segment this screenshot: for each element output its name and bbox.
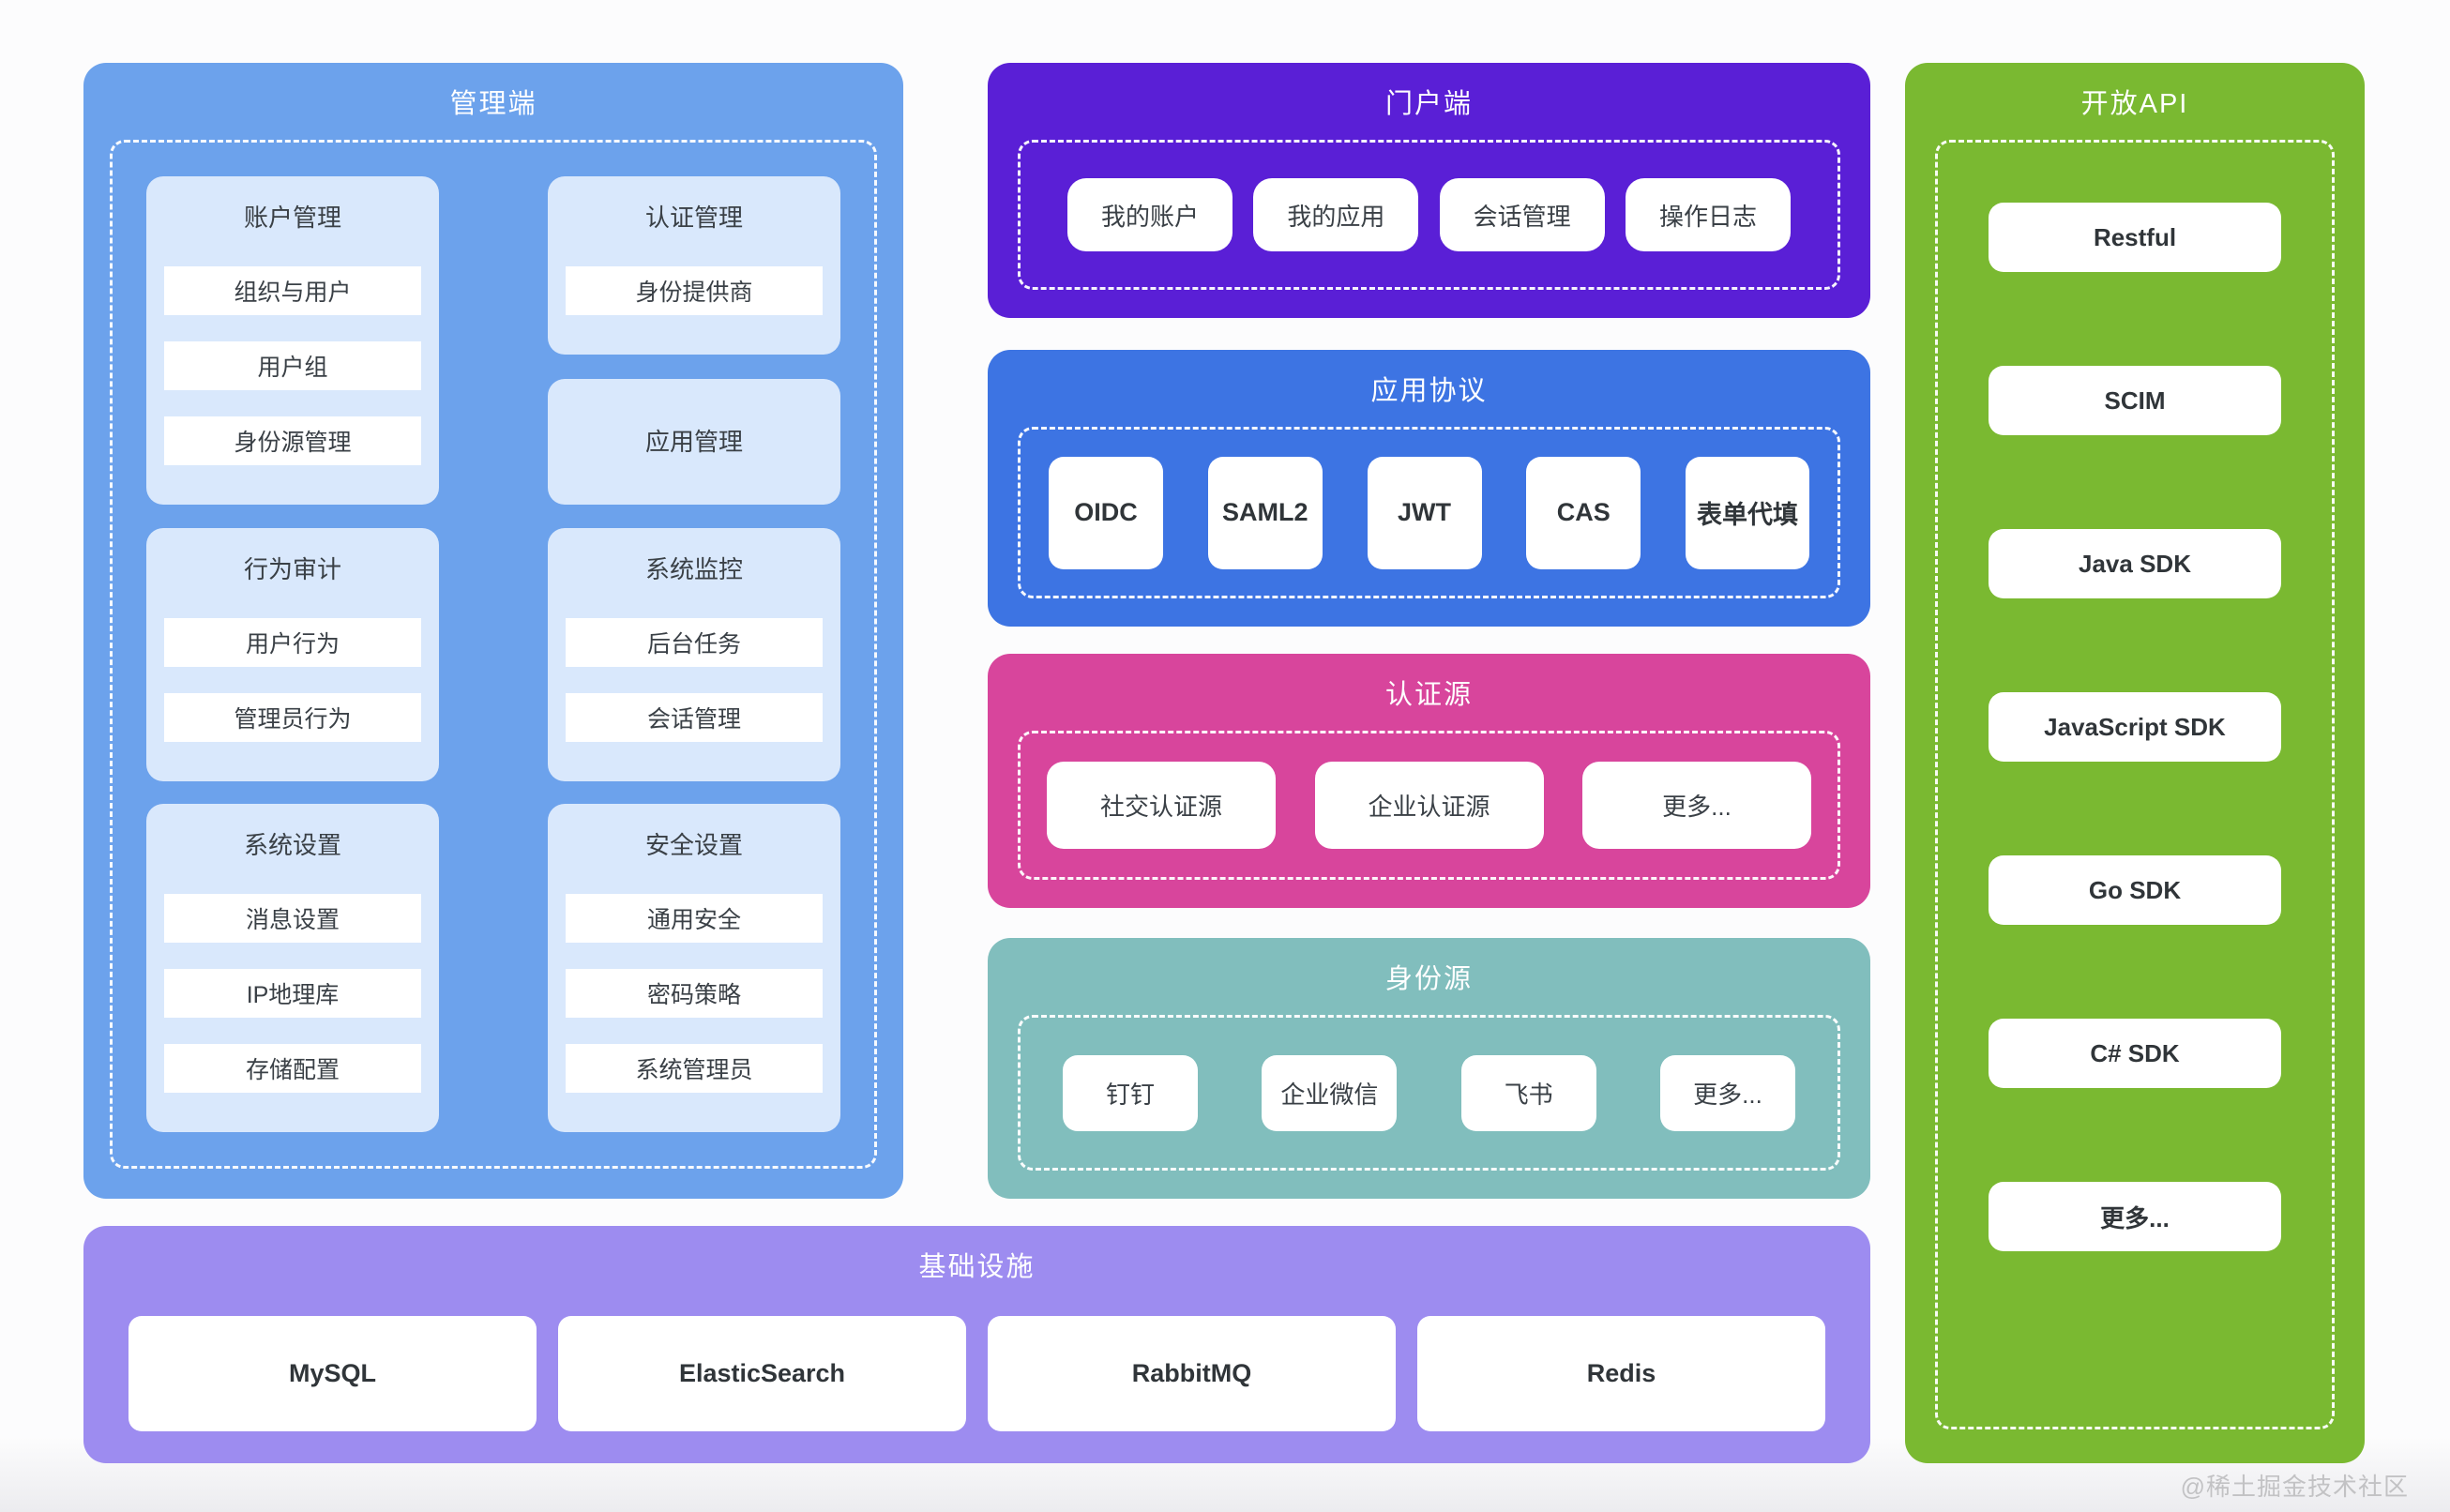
auth-sources-dashed-container: 社交认证源 企业认证源 更多... xyxy=(1018,731,1840,880)
card-more-api: 更多... xyxy=(1989,1182,2281,1251)
card-elasticsearch: ElasticSearch xyxy=(558,1316,966,1431)
chip-wecom: 企业微信 xyxy=(1262,1054,1398,1131)
infrastructure-cards-row: MySQL ElasticSearch RabbitMQ Redis xyxy=(83,1303,1870,1463)
group-card-title: 安全设置 xyxy=(644,831,743,859)
item-background-tasks: 后台任务 xyxy=(566,617,823,667)
group-card-items: 身份提供商 xyxy=(566,266,823,315)
card-restful: Restful xyxy=(1989,203,2281,272)
group-card-items: 组织与用户 用户组 身份源管理 xyxy=(164,266,421,465)
chip-my-account: 我的账户 xyxy=(1067,178,1233,251)
chip-saml2: SAML2 xyxy=(1207,456,1323,569)
group-card-app-management: 应用管理 xyxy=(548,379,840,505)
portal-panel: 门户端 我的账户 我的应用 会话管理 操作日志 xyxy=(988,63,1870,318)
chip-dingtalk: 钉钉 xyxy=(1063,1054,1198,1131)
chip-more-identity-sources: 更多... xyxy=(1659,1054,1795,1131)
portal-panel-title: 门户端 xyxy=(1384,89,1473,119)
open-api-panel: 开放API Restful SCIM Java SDK JavaScript S… xyxy=(1905,63,2365,1463)
chip-feishu: 飞书 xyxy=(1460,1054,1596,1131)
group-card-title: 系统监控 xyxy=(644,554,743,583)
item-identity-source-mgmt: 身份源管理 xyxy=(164,416,421,465)
item-user-groups: 用户组 xyxy=(164,341,421,390)
group-card-title: 认证管理 xyxy=(644,204,743,232)
protocols-dashed-container: OIDC SAML2 JWT CAS 表单代填 xyxy=(1018,427,1840,598)
group-card-system-monitor: 系统监控 后台任务 会话管理 xyxy=(548,527,840,781)
card-javascript-sdk: JavaScript SDK xyxy=(1989,692,2281,762)
admin-panel: 管理端 账户管理 组织与用户 用户组 身份源管理 认证管理 身份提供商 xyxy=(83,63,903,1199)
identity-sources-panel: 身份源 钉钉 企业微信 飞书 更多... xyxy=(988,938,1870,1199)
item-user-behavior: 用户行为 xyxy=(164,617,421,667)
group-card-auth-management: 认证管理 身份提供商 xyxy=(548,176,840,355)
card-go-sdk: Go SDK xyxy=(1989,855,2281,925)
item-message-settings: 消息设置 xyxy=(164,894,421,943)
auth-sources-panel-title: 认证源 xyxy=(1384,680,1473,710)
infrastructure-panel-title: 基础设施 xyxy=(918,1252,1036,1282)
protocols-panel-title: 应用协议 xyxy=(1370,376,1488,406)
open-api-dashed-container: Restful SCIM Java SDK JavaScript SDK Go … xyxy=(1935,140,2335,1429)
portal-dashed-container: 我的账户 我的应用 会话管理 操作日志 xyxy=(1018,140,1840,290)
group-card-behavior-audit: 行为审计 用户行为 管理员行为 xyxy=(146,527,439,781)
auth-sources-panel: 认证源 社交认证源 企业认证源 更多... xyxy=(988,654,1870,908)
auth-app-stack: 认证管理 身份提供商 应用管理 xyxy=(548,176,840,505)
admin-dashed-container: 账户管理 组织与用户 用户组 身份源管理 认证管理 身份提供商 应用管理 xyxy=(110,140,877,1169)
group-card-security-settings: 安全设置 通用安全 密码策略 系统管理员 xyxy=(548,804,840,1132)
chip-my-apps: 我的应用 xyxy=(1253,178,1419,251)
card-redis: Redis xyxy=(1417,1316,1825,1431)
infrastructure-panel: 基础设施 MySQL ElasticSearch RabbitMQ Redis xyxy=(83,1226,1870,1463)
identity-sources-dashed-container: 钉钉 企业微信 飞书 更多... xyxy=(1018,1015,1840,1171)
group-card-items: 通用安全 密码策略 系统管理员 xyxy=(566,894,823,1093)
group-card-items: 消息设置 IP地理库 存储配置 xyxy=(164,894,421,1093)
group-card-system-settings: 系统设置 消息设置 IP地理库 存储配置 xyxy=(146,804,439,1132)
card-mysql: MySQL xyxy=(129,1316,537,1431)
chip-operation-logs: 操作日志 xyxy=(1625,178,1791,251)
card-scim: SCIM xyxy=(1989,366,2281,435)
chip-session-management: 会话管理 xyxy=(1439,178,1605,251)
identity-sources-panel-title: 身份源 xyxy=(1384,964,1473,994)
open-api-panel-title: 开放API xyxy=(2080,89,2189,119)
watermark: @稀土掘金技术社区 xyxy=(2180,1473,2409,1501)
group-card-title: 应用管理 xyxy=(644,428,743,456)
item-system-admin: 系统管理员 xyxy=(566,1044,823,1093)
item-org-users: 组织与用户 xyxy=(164,266,421,315)
chip-form-filling: 表单代填 xyxy=(1686,456,1809,569)
card-rabbitmq: RabbitMQ xyxy=(988,1316,1396,1431)
item-general-security: 通用安全 xyxy=(566,894,823,943)
chip-oidc: OIDC xyxy=(1049,456,1163,569)
item-identity-provider: 身份提供商 xyxy=(566,266,823,315)
card-csharp-sdk: C# SDK xyxy=(1989,1019,2281,1088)
chip-enterprise-auth-source: 企业认证源 xyxy=(1314,762,1544,849)
chip-social-auth-source: 社交认证源 xyxy=(1047,762,1276,849)
group-card-items: 后台任务 会话管理 xyxy=(566,617,823,742)
group-card-title: 系统设置 xyxy=(243,831,341,859)
group-card-account-management: 账户管理 组织与用户 用户组 身份源管理 xyxy=(146,176,439,505)
protocols-panel: 应用协议 OIDC SAML2 JWT CAS 表单代填 xyxy=(988,350,1870,627)
chip-cas: CAS xyxy=(1526,456,1641,569)
card-java-sdk: Java SDK xyxy=(1989,529,2281,598)
chip-jwt: JWT xyxy=(1367,456,1482,569)
item-session-management: 会话管理 xyxy=(566,692,823,742)
admin-panel-title: 管理端 xyxy=(449,89,537,119)
group-card-items: 用户行为 管理员行为 xyxy=(164,617,421,742)
group-card-title: 账户管理 xyxy=(243,204,341,232)
item-storage-config: 存储配置 xyxy=(164,1044,421,1093)
chip-more-auth-sources: 更多... xyxy=(1582,762,1811,849)
item-password-policy: 密码策略 xyxy=(566,969,823,1018)
item-ip-geo-db: IP地理库 xyxy=(164,969,421,1018)
item-admin-behavior: 管理员行为 xyxy=(164,692,421,742)
group-card-title: 行为审计 xyxy=(243,554,341,583)
